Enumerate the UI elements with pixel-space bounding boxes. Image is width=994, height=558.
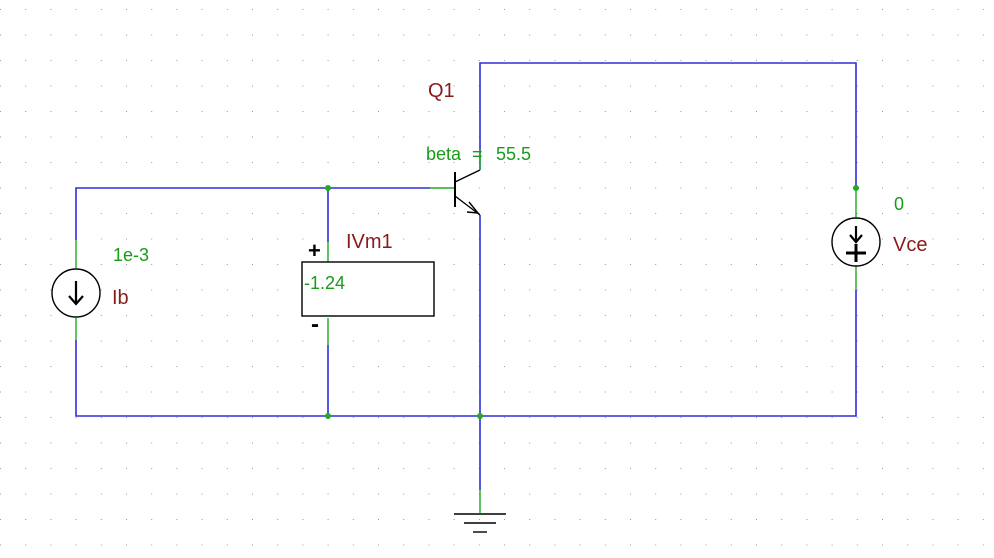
- ammeter-name: IVm1: [346, 231, 393, 253]
- junction-node: [325, 185, 331, 191]
- voltage-source-value: 0: [894, 194, 904, 214]
- wires: [75, 62, 857, 490]
- ground-symbol[interactable]: [454, 490, 506, 533]
- junction-nodes: [325, 185, 859, 419]
- ammeter-ivm1[interactable]: + - IVm1 -1.24: [301, 231, 435, 345]
- current-source-ib[interactable]: 1e-3 Ib: [51, 240, 149, 340]
- voltage-source-name: Vce: [893, 234, 927, 256]
- emitter-arrow-icon: [466, 201, 480, 214]
- wire-base-net[interactable]: [75, 187, 430, 240]
- transistor-emitter-leg: [454, 195, 481, 216]
- junction-node: [477, 413, 483, 419]
- ammeter-reading: -1.24: [304, 273, 345, 293]
- current-source-value: 1e-3: [113, 245, 149, 265]
- transistor-param-value: 55.5: [496, 144, 531, 164]
- junction-node: [325, 413, 331, 419]
- voltage-source-vce[interactable]: 0 Vce: [831, 188, 927, 290]
- transistor-q1[interactable]: Q1 beta = 55.5: [426, 80, 531, 216]
- transistor-name: Q1: [428, 80, 455, 102]
- ammeter-display: [301, 261, 435, 317]
- ammeter-minus-sign: -: [311, 311, 319, 338]
- wire-ground-bus[interactable]: [75, 290, 857, 417]
- ammeter-plus-sign: +: [308, 238, 321, 263]
- transistor-param-label: beta: [426, 144, 462, 164]
- transistor-collector-leg: [454, 169, 481, 183]
- transistor-param-equals: =: [472, 144, 483, 164]
- wire-collector[interactable]: [479, 62, 857, 188]
- current-source-name: Ib: [112, 287, 129, 309]
- background-grid: [0, 9, 984, 546]
